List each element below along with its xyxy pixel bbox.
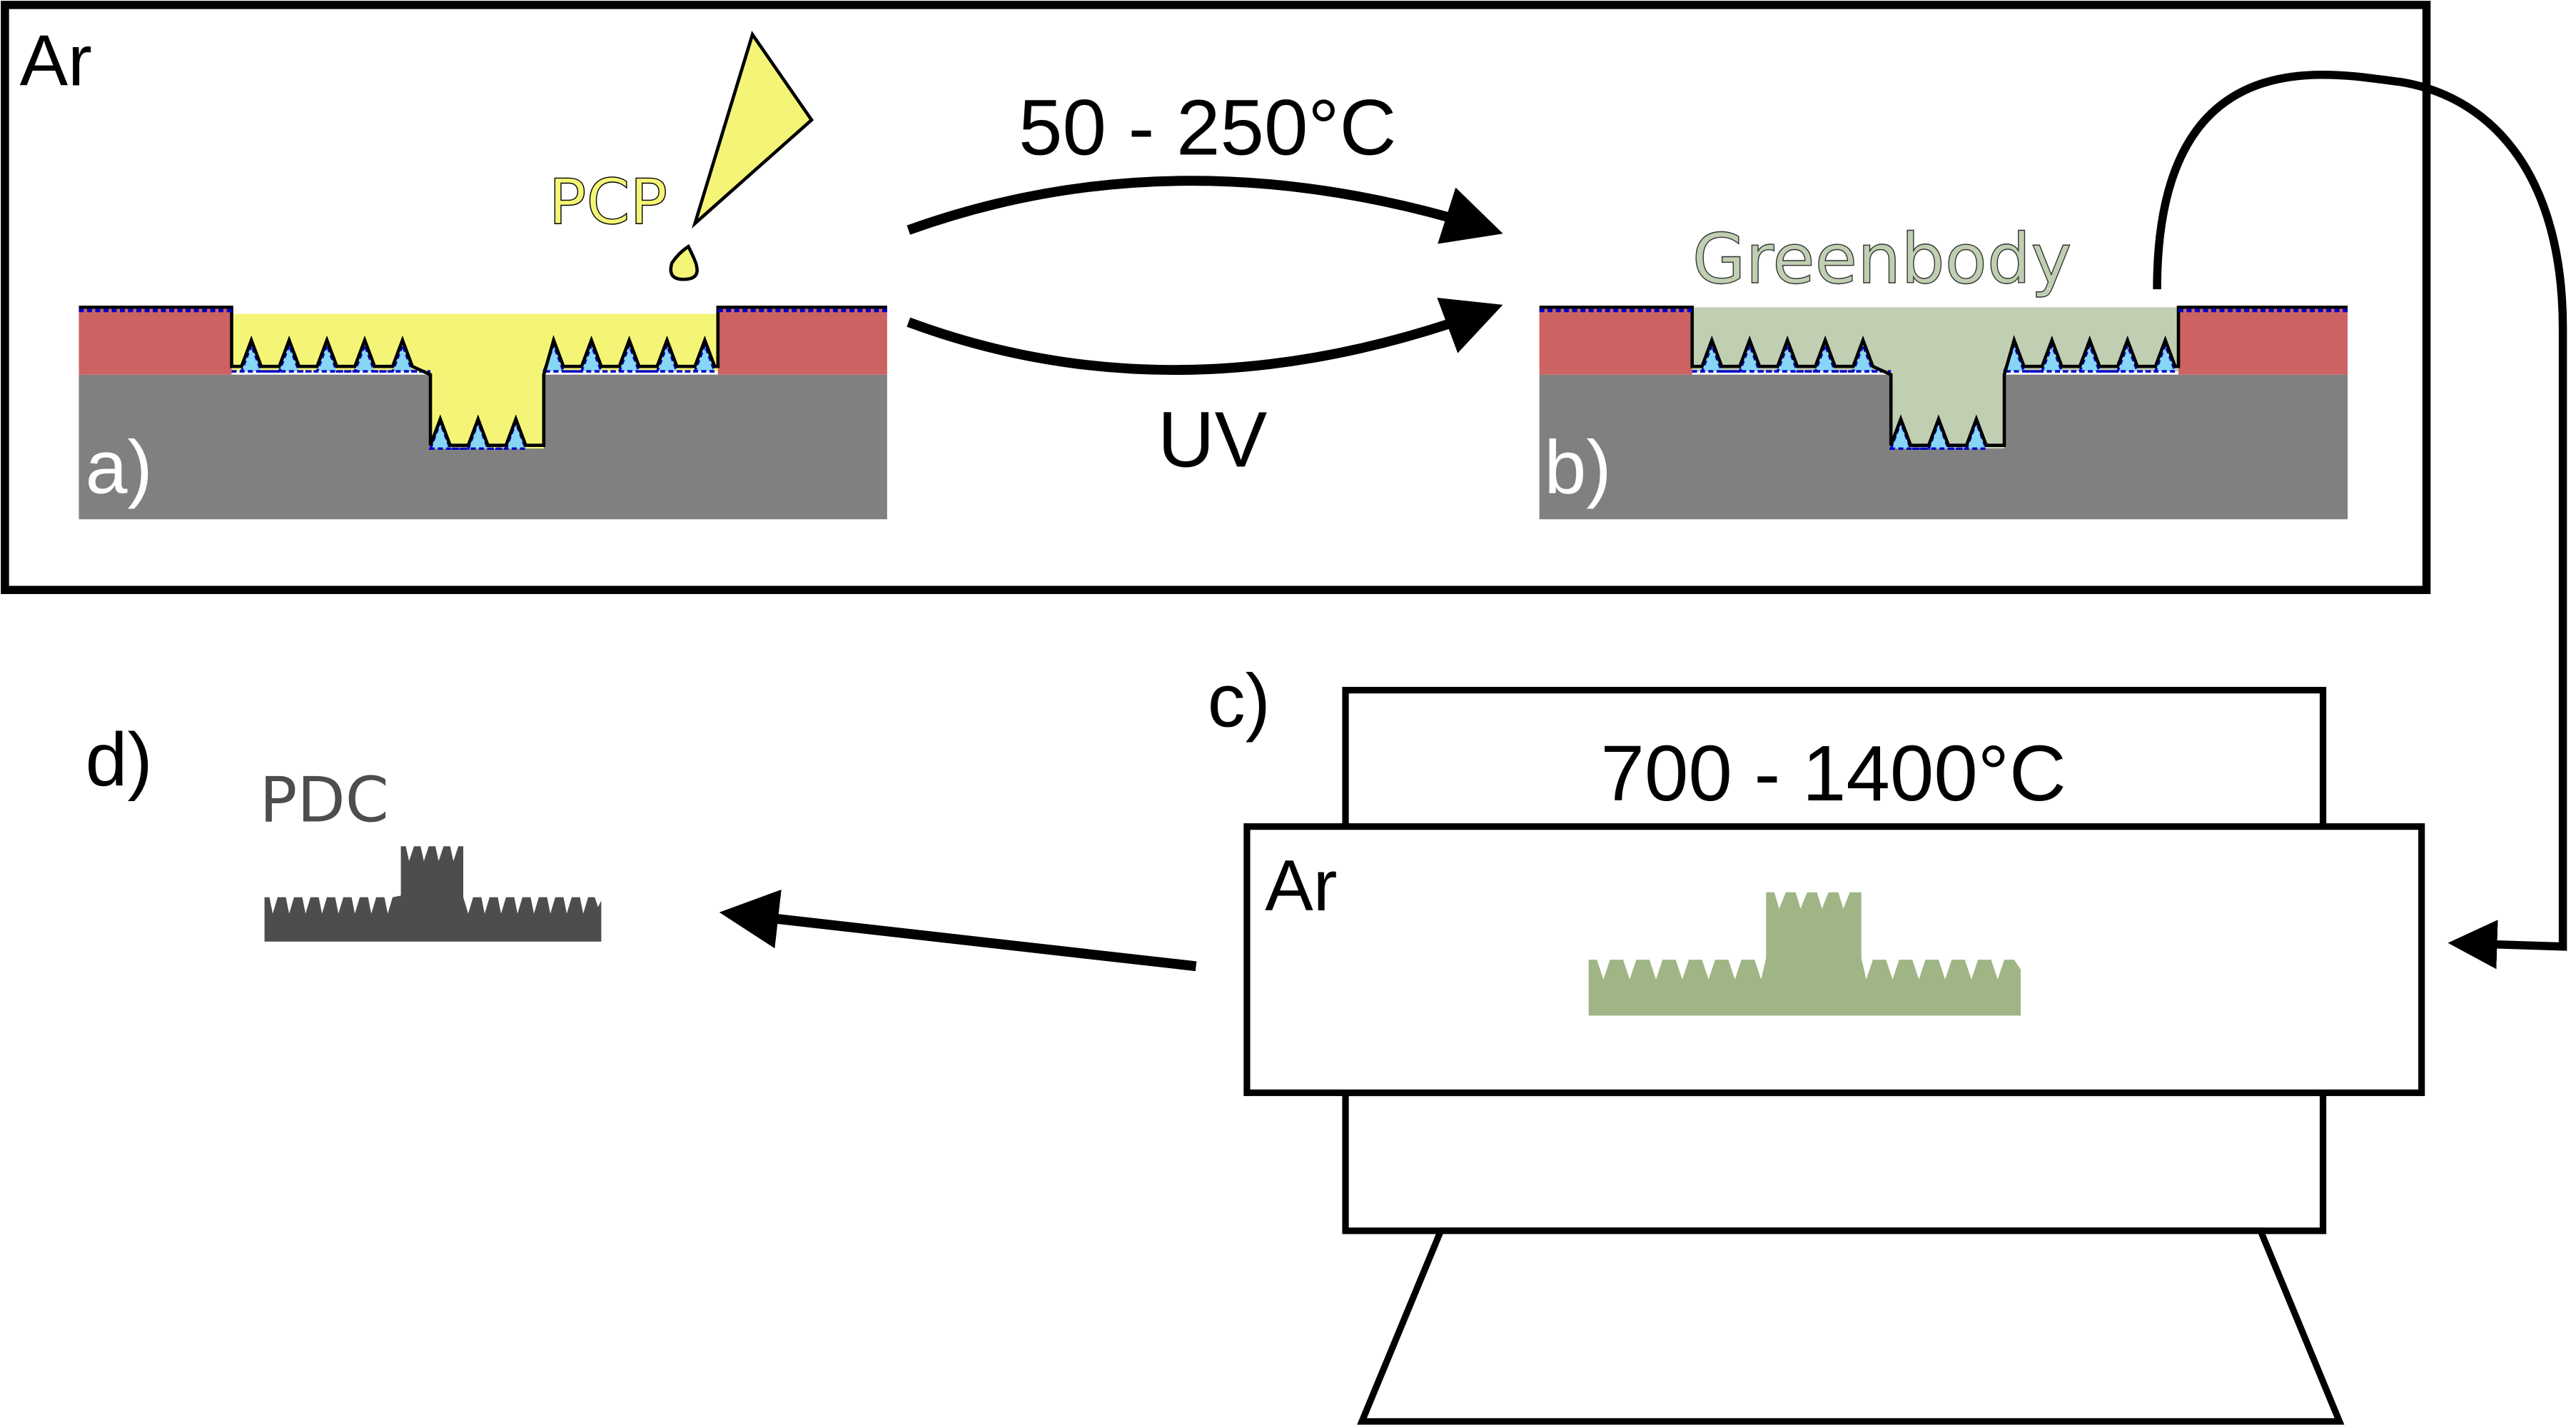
- furnace-atmosphere-label: Ar: [1265, 845, 1337, 926]
- step-a-cross-section: a): [79, 306, 887, 520]
- pdc-label: PDC: [260, 764, 389, 837]
- greenbody-sample: [1588, 892, 2021, 1016]
- step-b-cross-section: b): [1539, 306, 2348, 520]
- mask-left-a: [79, 308, 232, 375]
- greenbody-label: Greenbody: [1692, 218, 2072, 299]
- furnace: [1243, 687, 2425, 1425]
- furnace-temperature-label: 700 - 1400°C: [1601, 730, 2066, 818]
- furnace-stand: [1357, 1227, 2345, 1425]
- pcp-fill-a: [231, 313, 718, 449]
- furnace-bottom-heater: [1342, 1089, 2327, 1235]
- step-a-label: a): [86, 425, 153, 509]
- pipette-icon: [669, 31, 814, 281]
- pcp-label: PCP: [549, 166, 668, 238]
- pdc-sample: [264, 846, 602, 942]
- furnace-top-heater: [1342, 687, 2327, 832]
- thermal-arrow: [906, 176, 1503, 244]
- pyrolysis-arrow: [719, 889, 1197, 972]
- mask-right-a: [717, 308, 887, 375]
- step-b-label: b): [1545, 425, 1612, 509]
- thermal-cure-label: 50 - 250°C: [1019, 84, 1396, 171]
- top-atmosphere-label: Ar: [20, 21, 92, 101]
- furnace-label: c): [1208, 658, 1271, 743]
- uv-cure-label: UV: [1158, 396, 1268, 484]
- uv-arrow: [906, 297, 1503, 376]
- interface-line-a: [79, 306, 887, 448]
- result-label: d): [86, 718, 153, 802]
- transfer-arrow: [2153, 71, 2567, 970]
